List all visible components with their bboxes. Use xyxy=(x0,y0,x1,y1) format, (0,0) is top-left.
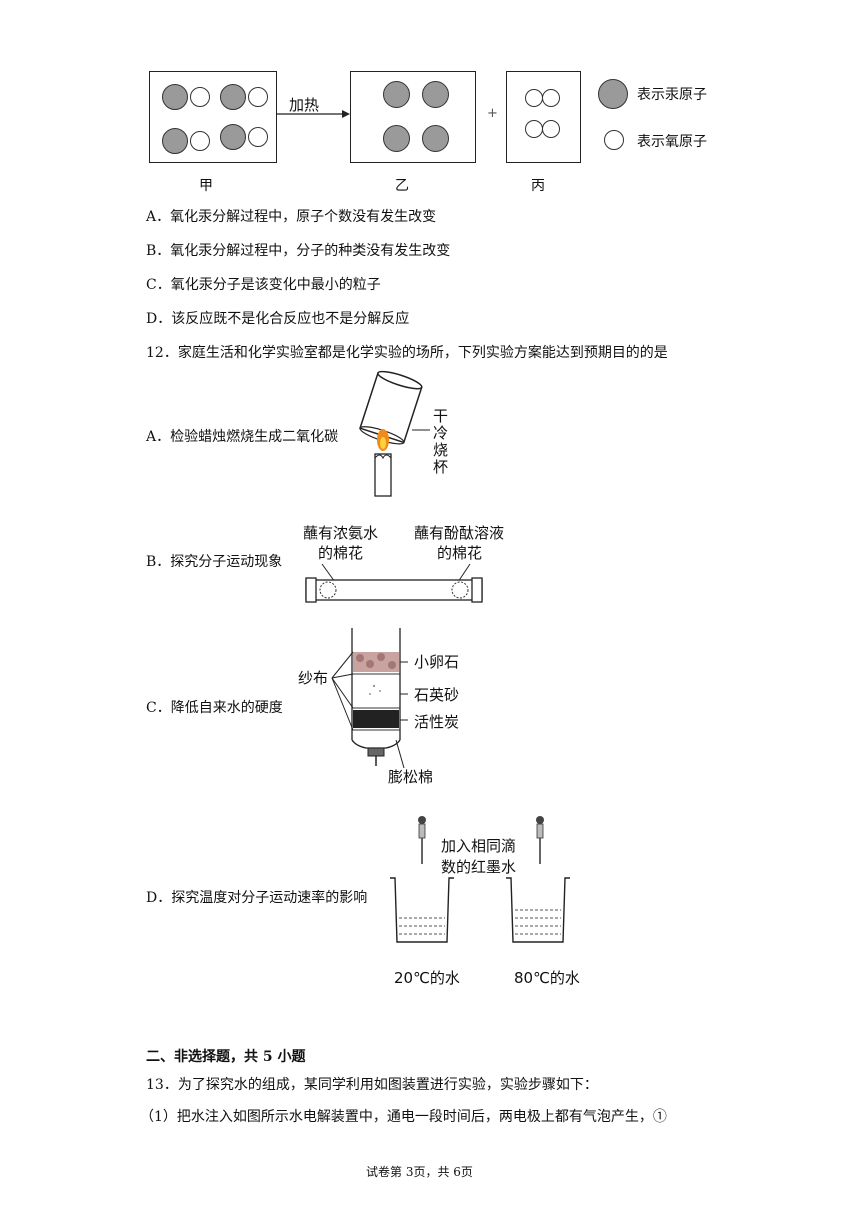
oxygen-atom xyxy=(525,120,543,138)
q11-option-a: A．氧化汞分解过程中，原子个数没有发生改变 xyxy=(146,209,437,225)
beaker-20c-label: 20℃的水 xyxy=(394,969,460,987)
plus-sign: + xyxy=(487,106,498,121)
legend-oxygen-label: 表示氧原子 xyxy=(637,134,707,150)
mercury-atom xyxy=(422,81,449,108)
page-footer: 试卷第 3页，共 6页 xyxy=(366,1165,473,1179)
q12-stem: 12．家庭生活和化学实验室都是化学实验的场所，下列实验方案能达到预期目的的是 xyxy=(146,345,668,361)
oxygen-atom xyxy=(525,89,543,107)
panel-bing xyxy=(506,71,581,163)
q11-option-d: D．该反应既不是化合反应也不是分解反应 xyxy=(146,311,410,327)
oxygen-atom xyxy=(248,87,268,107)
pebble-label: 小卵石 xyxy=(414,653,460,671)
mercury-atom xyxy=(220,84,246,110)
red-ink-label-line1: 加入相同滴 xyxy=(441,837,517,855)
cotton-label: 膨松棉 xyxy=(388,768,434,786)
mercury-atom xyxy=(383,125,410,152)
q12-option-c: C．降低自来水的硬度 xyxy=(146,700,283,716)
arrow-label: 加热 xyxy=(289,96,320,114)
mercury-atom xyxy=(162,84,188,110)
legend-mercury-icon xyxy=(598,79,628,109)
dry-cold-beaker-label: 干冷烧杯 xyxy=(431,408,449,476)
oxygen-atom xyxy=(542,89,560,107)
candle-beaker-diagram xyxy=(359,370,430,497)
mercury-atom xyxy=(220,124,246,150)
panel-label-jia: 甲 xyxy=(199,178,213,194)
oxygen-atom xyxy=(190,87,210,107)
quartz-sand-label: 石英砂 xyxy=(414,686,460,704)
q13-step1: （1）把水注入如图所示水电解装置中，通电一段时间后，两电极上都有气泡产生，① xyxy=(140,1109,667,1125)
oxygen-atom xyxy=(190,131,210,151)
oxygen-atom xyxy=(248,127,268,147)
legend-mercury-label: 表示汞原子 xyxy=(637,87,707,103)
reaction-arrow-icon xyxy=(276,110,350,118)
panel-jia xyxy=(149,71,277,163)
q11-option-b: B．氧化汞分解过程中，分子的种类没有发生改变 xyxy=(146,243,451,259)
glass-tube-diagram xyxy=(305,563,483,603)
legend-oxygen-icon xyxy=(604,130,624,150)
panel-yi xyxy=(350,71,476,163)
beakers-dropper-diagram xyxy=(390,816,570,943)
phenolphthalein-cotton-label-line2: 的棉花 xyxy=(437,544,483,562)
oxygen-atom xyxy=(542,120,560,138)
beaker-80c-label: 80℃的水 xyxy=(514,969,580,987)
mercury-atom xyxy=(422,125,449,152)
phenolphthalein-cotton-label-line1: 蘸有酚酞溶液 xyxy=(414,524,505,542)
ammonia-cotton-label-line2: 的棉花 xyxy=(318,544,364,562)
mercury-atom xyxy=(162,128,188,154)
mercury-atom xyxy=(383,81,410,108)
panel-label-bing: 丙 xyxy=(531,178,545,194)
q13-stem: 13．为了探究水的组成，某同学利用如图装置进行实验，实验步骤如下： xyxy=(146,1077,598,1093)
q12-option-d: D．探究温度对分子运动速率的影响 xyxy=(146,890,368,906)
activated-carbon-label: 活性炭 xyxy=(414,713,460,731)
q11-option-c: C．氧化汞分子是该变化中最小的粒子 xyxy=(146,277,381,293)
panel-label-yi: 乙 xyxy=(395,178,409,194)
q12-option-a: A．检验蜡烛燃烧生成二氧化碳 xyxy=(146,429,339,445)
ammonia-cotton-label-line1: 蘸有浓氨水 xyxy=(303,524,379,542)
red-ink-label-line2: 数的红墨水 xyxy=(441,858,517,876)
q12-option-b: B．探究分子运动现象 xyxy=(146,554,283,570)
gauze-label: 纱布 xyxy=(298,669,329,687)
water-filter-diagram xyxy=(331,628,408,768)
section-heading: 二、非选择题，共 5 小题 xyxy=(146,1049,306,1065)
